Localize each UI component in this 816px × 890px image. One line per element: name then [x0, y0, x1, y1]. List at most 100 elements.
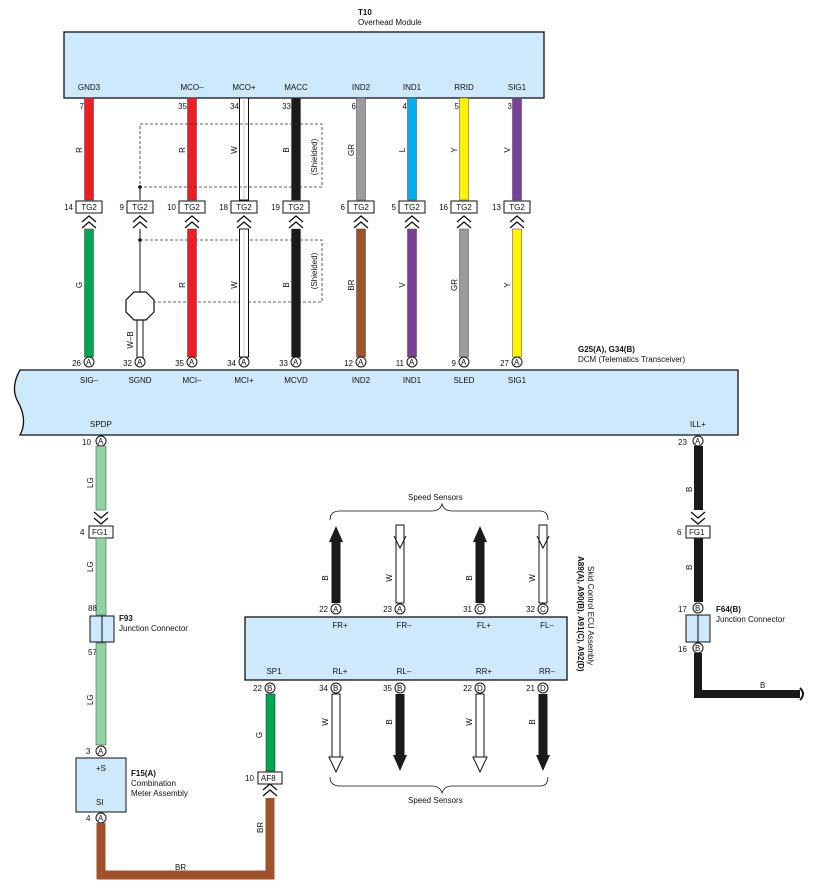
skid-bottom-code-0: G: [255, 732, 264, 738]
lower-wire-3: [291, 228, 301, 358]
f64-name: Junction Connector: [716, 615, 785, 624]
t10-pin-num-1: 35: [178, 102, 187, 111]
upper-wire-code-3: B: [282, 147, 291, 152]
lower-wire-code-1: R: [178, 282, 187, 288]
t10-pin-name-3: MACC: [284, 83, 308, 92]
f15-pin-si: SI: [96, 798, 104, 807]
svg-text:B: B: [695, 604, 700, 613]
upper-wire-code-1: R: [178, 147, 187, 153]
svg-text:16: 16: [678, 645, 687, 654]
t10-pin-num-5: 4: [403, 102, 408, 111]
fg1-left-label: FG1: [92, 528, 108, 537]
dcm-pin-name-1: SGND: [128, 376, 151, 385]
skid-bottom-wire-1: [331, 693, 341, 759]
skid-control-ecu: A89(A), A90(B), A91(C), A92(D) Skid Cont…: [244, 493, 595, 805]
f93-name: Junction Connector: [119, 624, 188, 633]
arrow-up-icon-2: [473, 526, 487, 542]
ill-pin-num: 23: [678, 438, 687, 447]
skid-bottom-pin-name-1: RL+: [333, 667, 348, 676]
tg2-connector-6: [398, 200, 426, 214]
dcm-name: DCM (Telematics Transceiver): [578, 355, 685, 364]
svg-text:B: B: [333, 684, 338, 693]
tg2-arrow-icon-6: [404, 215, 420, 229]
lower-wire-5: [407, 228, 417, 358]
t10-pin-num-0: 7: [80, 102, 85, 111]
dcm-pin-circle-8: [511, 356, 523, 368]
svg-text:A: A: [98, 747, 104, 756]
br-code-bottom: BR: [175, 863, 186, 872]
dcm-pin-name-4: MCVD: [284, 376, 308, 385]
skid-top-pin-num-2: 31: [463, 605, 472, 614]
tg2-pin-1: 9: [120, 203, 125, 212]
upper-wire-code-2: W: [230, 146, 239, 154]
skid-top-pin-name-2: FL+: [477, 621, 491, 630]
lower-wire-code-6: GR: [450, 279, 459, 291]
skid-bottom-code-4: B: [528, 719, 537, 724]
tg2-arrow-icon-0: [81, 215, 97, 229]
spdp-label: SPDP: [90, 420, 112, 429]
svg-text:A: A: [397, 605, 403, 614]
tg2-pin-7: 16: [439, 203, 448, 212]
dcm-pin-name-8: SIG1: [508, 376, 527, 385]
skid-top-pin-name-0: FR+: [332, 621, 348, 630]
svg-text:A: A: [358, 358, 364, 367]
dcm-pin-name-0: SIG–: [80, 376, 99, 385]
svg-text:A: A: [189, 358, 195, 367]
svg-text:D: D: [540, 684, 546, 693]
tg2-pin-5: 6: [341, 203, 346, 212]
svg-text:B: B: [685, 565, 694, 570]
dcm-pin-circle-5: [355, 356, 367, 368]
t10-pin-name-6: RRID: [454, 83, 474, 92]
lower-wire-4: [356, 228, 366, 358]
skid-bottom-wire-3: [475, 693, 485, 759]
fg1-right-label: FG1: [689, 528, 705, 537]
f15-pin-s: +S: [96, 764, 106, 773]
t10-id: T10: [358, 8, 372, 17]
lower-wire-1: [187, 228, 197, 358]
skid-top-code-1: W: [385, 574, 394, 582]
svg-text:A: A: [293, 358, 299, 367]
svg-text:A: A: [137, 358, 143, 367]
upper-wire-0: [84, 97, 94, 201]
tg2-connector-0: [75, 200, 103, 214]
tg2-pin-4: 19: [271, 203, 280, 212]
dcm-pin-circle-4: [290, 356, 302, 368]
tg2-pin-0: 14: [64, 203, 73, 212]
svg-text:Meter Assembly: Meter Assembly: [131, 789, 188, 798]
skid-top-wire-2: [475, 540, 485, 603]
upper-wire-code-0: R: [75, 147, 84, 153]
tg2-connector-2: [178, 200, 206, 214]
skid-top-pin-num-0: 22: [319, 605, 328, 614]
dcm-id: G25(A), G34(B): [578, 345, 635, 354]
sgnd-wire-code: W–B: [126, 331, 135, 348]
lg-code-3: LG: [86, 694, 95, 705]
upper-wire-code-7: V: [503, 147, 512, 153]
speed-sensors-bottom: Speed Sensors: [408, 796, 463, 805]
skid-top-pin-name-3: FL–: [540, 621, 554, 630]
dcm-pin-num-6: 11: [396, 359, 405, 368]
skid-top-code-3: W: [528, 574, 537, 582]
dcm-pin-num-3: 34: [227, 359, 236, 368]
dcm-pin-circle-1: [134, 356, 146, 368]
skid-bottom-pin-circle-3: [474, 682, 486, 694]
tg2-arrow-icon-2: [184, 215, 200, 229]
skid-bottom-wire-2: [395, 694, 405, 757]
tg2-connector-5: [347, 200, 375, 214]
t10-pin-name-5: IND1: [403, 83, 422, 92]
skid-bottom-pin-num-3: 22: [463, 684, 472, 693]
t10-pin-name-4: IND2: [352, 83, 371, 92]
skid-bottom-pin-num-4: 21: [526, 684, 535, 693]
tg2-label-2: TG2: [184, 203, 200, 212]
upper-wire-1: [187, 97, 197, 201]
skid-top-wire-0: [331, 540, 341, 603]
upper-wire-3: [291, 97, 301, 201]
skid-top-wire-1: [395, 524, 405, 604]
upper-wire-code-5: L: [398, 147, 407, 152]
skid-top-pin-circle-3: [537, 603, 549, 615]
right-branch: B 6 FG1 B 17 B F64(B) Junction Connector…: [677, 446, 804, 701]
tg2-label-3: TG2: [236, 203, 252, 212]
tg2-connector-1: [126, 200, 154, 214]
dcm-pin-name-7: SLED: [454, 376, 475, 385]
svg-text:4: 4: [80, 528, 85, 537]
